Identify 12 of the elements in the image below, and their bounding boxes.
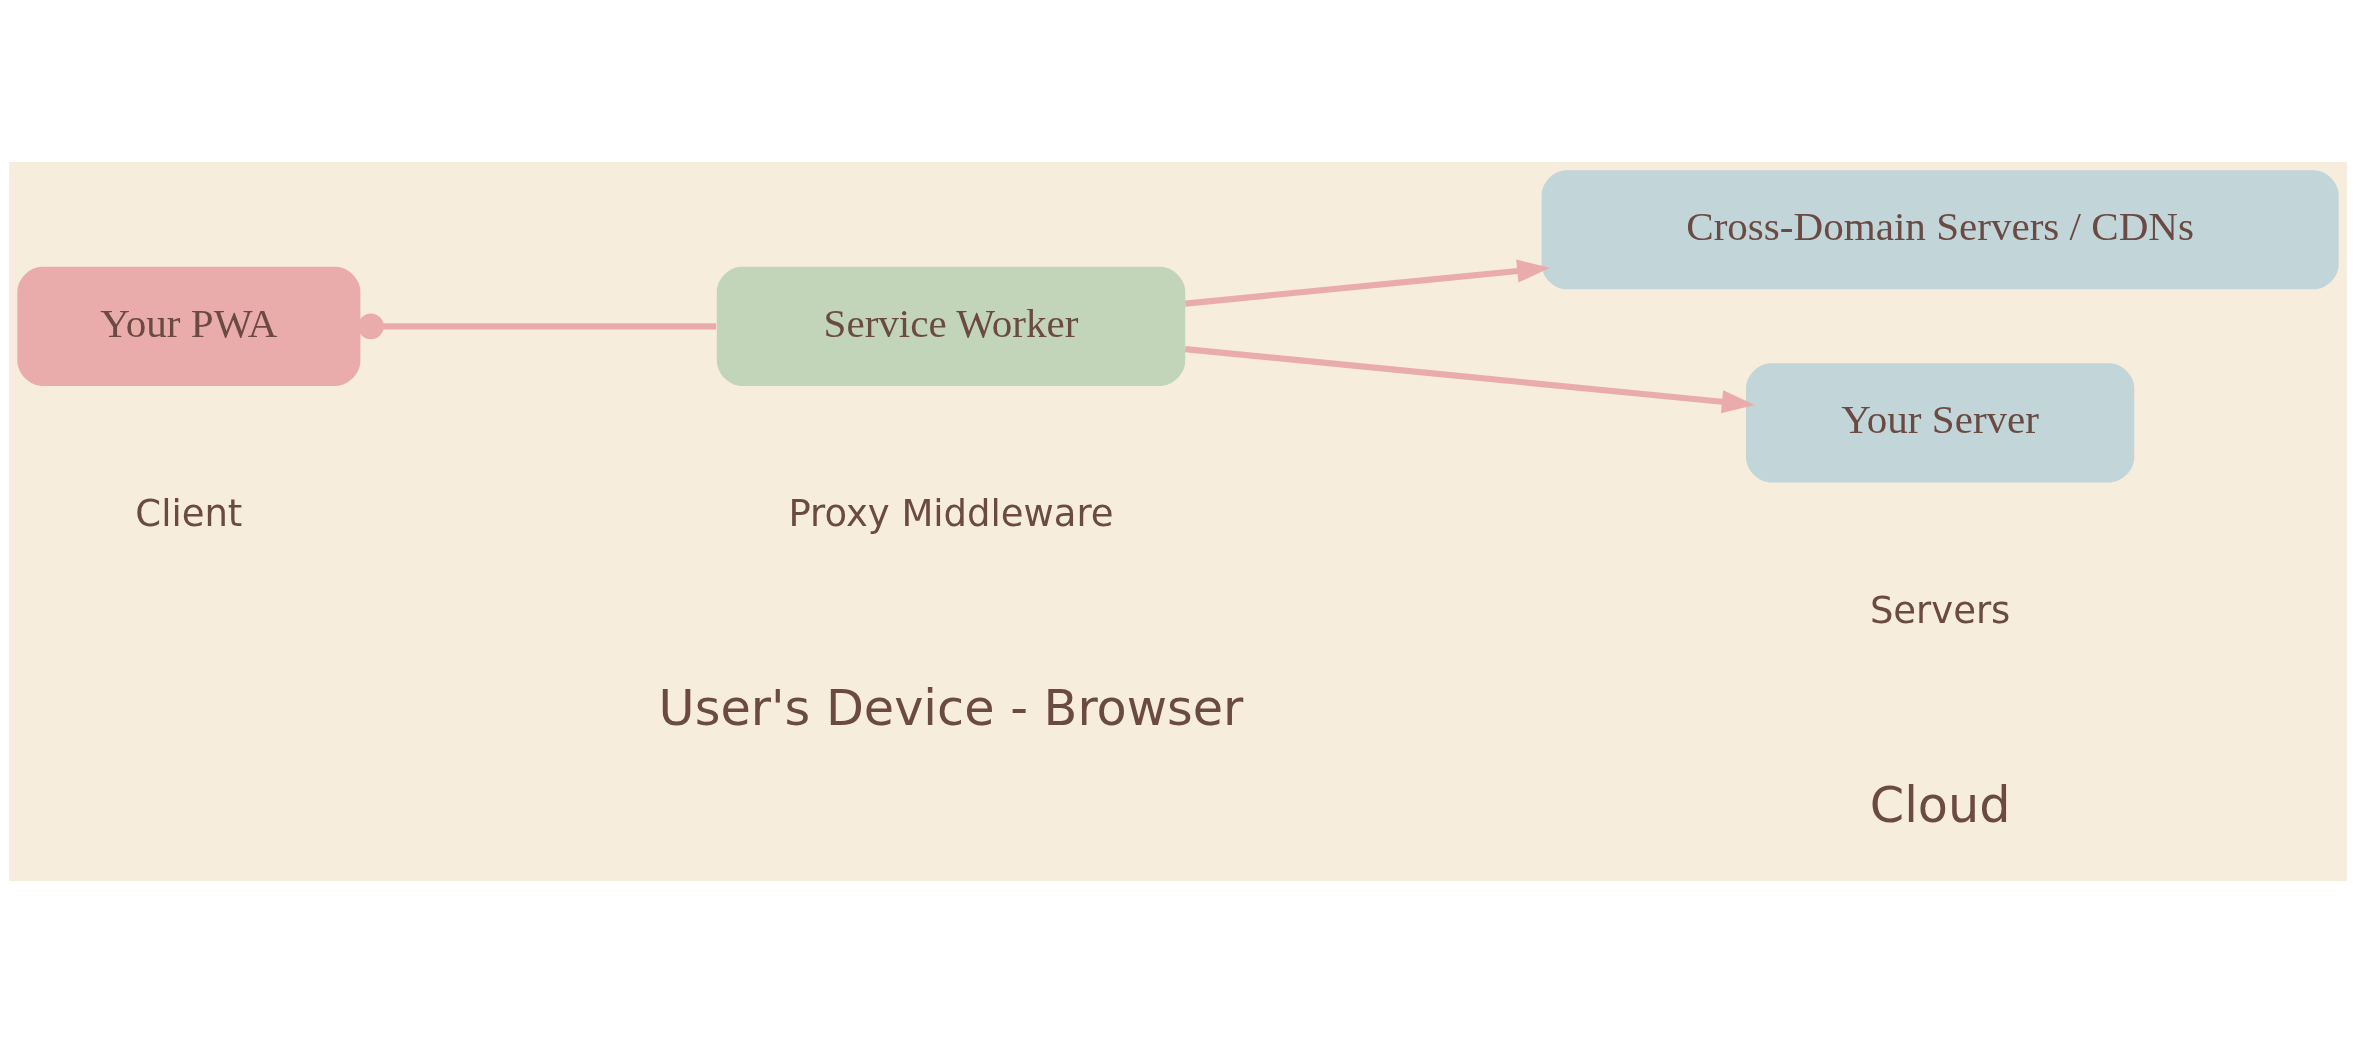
- node-box: Service Worker: [716, 266, 1186, 386]
- node-box: Your PWA: [17, 266, 361, 386]
- label: Client: [135, 491, 243, 535]
- connector: [357, 312, 717, 339]
- arrow: [1184, 345, 1755, 413]
- arrow: [1184, 259, 1551, 307]
- label: Servers: [1869, 588, 2011, 632]
- node-box: Cross-Domain Servers / CDNs: [1541, 169, 2339, 289]
- label: Cloud: [1869, 775, 2011, 834]
- label: User's Device - Browser: [658, 678, 1244, 737]
- node-box: Your Server: [1746, 362, 2135, 482]
- label: Proxy Middleware: [788, 491, 1114, 535]
